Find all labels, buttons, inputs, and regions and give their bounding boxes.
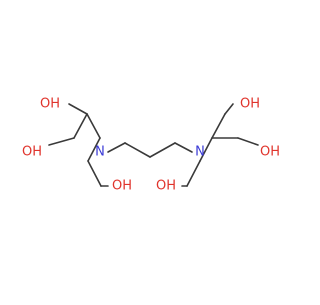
bond [68, 103, 88, 115]
bond [237, 137, 259, 146]
atom-label-oh: OH [240, 97, 260, 112]
atom-label-n: N [195, 145, 205, 160]
bond [211, 113, 226, 139]
bond-lines [48, 103, 259, 187]
bond [149, 142, 176, 158]
bond [124, 142, 151, 158]
atom-label-oh: OH [22, 145, 42, 160]
bond [174, 142, 193, 153]
structure-diagram: OH OH OH N N OH OH OH [22, 97, 280, 194]
molecule-structure: OH OH OH N N OH OH OH [22, 97, 280, 194]
bond [87, 137, 101, 162]
bond [107, 142, 126, 153]
bond [224, 103, 234, 115]
atom-label-oh: OH [40, 97, 60, 112]
bond [87, 160, 102, 187]
bond [48, 137, 75, 146]
atom-label-oh: OH [260, 145, 280, 160]
bond [86, 113, 101, 139]
bond [186, 160, 201, 187]
atom-label-n: N [95, 145, 105, 160]
bond [73, 113, 88, 139]
bond [199, 137, 213, 162]
atom-label-oh: OH [112, 179, 132, 194]
atom-label-oh: OH [156, 179, 176, 194]
